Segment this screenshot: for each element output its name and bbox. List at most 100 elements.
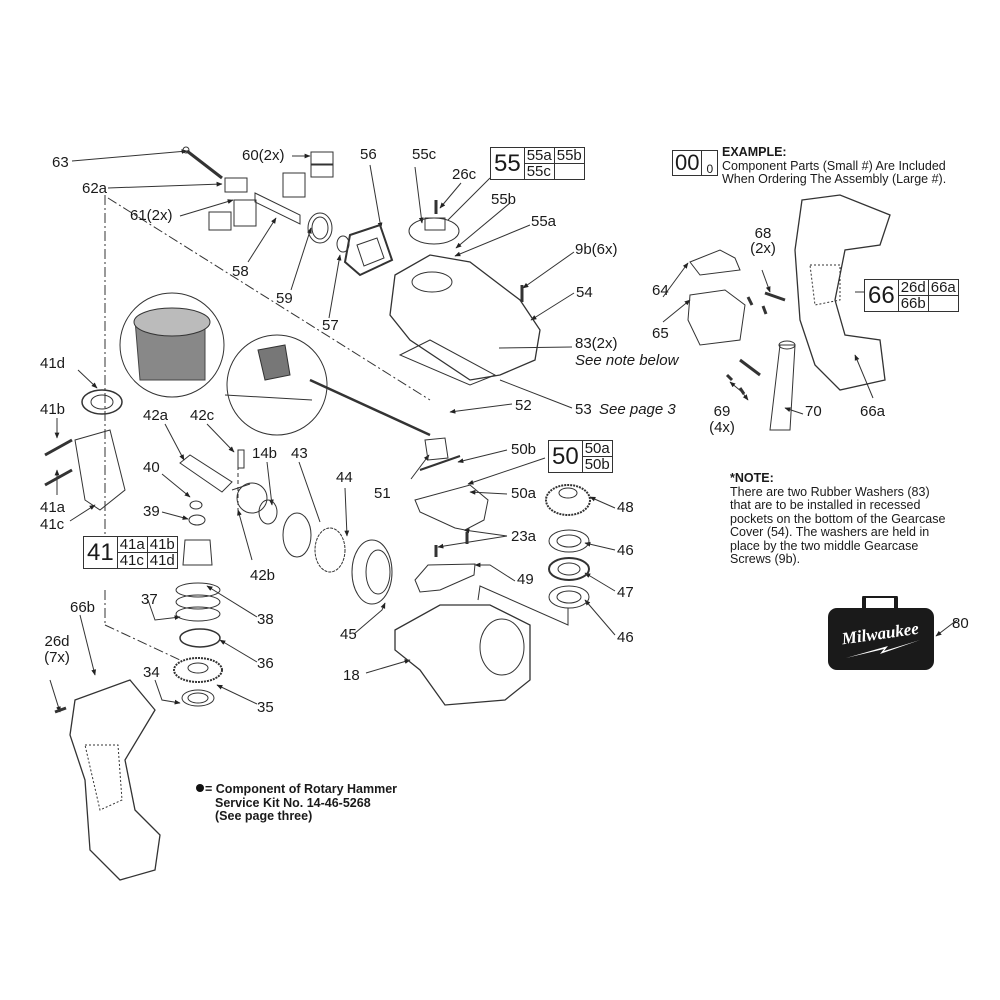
assembly-55-main: 55 <box>490 147 525 180</box>
label-51: 51 <box>374 485 391 502</box>
assembly-41-part: 41b <box>146 536 178 553</box>
label-80: 80 <box>952 615 969 632</box>
label-54: 54 <box>576 284 593 301</box>
example-heading: EXAMPLE: <box>722 145 787 159</box>
label-41a: 41a <box>40 499 66 516</box>
label-60: 60(2x) <box>242 147 285 164</box>
label-64: 64 <box>652 282 669 299</box>
note-line: There are two Rubber Washers (83) <box>730 484 930 499</box>
label-70: 70 <box>805 403 822 420</box>
assembly-66-part: 26d <box>897 279 929 296</box>
label-38: 38 <box>257 611 274 628</box>
label-61: 61(2x) <box>130 207 173 224</box>
label-34: 34 <box>143 664 160 681</box>
label-45: 45 <box>340 626 357 643</box>
label-48: 48 <box>617 499 634 516</box>
note-line: Screws (9b). <box>730 552 801 566</box>
label-18: 18 <box>343 667 360 684</box>
service-kit-note: = Component of Rotary Hammer Service Kit… <box>196 782 398 824</box>
example-line-1: Component Parts (Small #) Are Included <box>722 158 946 173</box>
label-55b: 55b <box>491 191 517 208</box>
label-50b: 50b <box>511 441 537 458</box>
assembly-box-55: 55 55a 55b 55c <box>490 147 585 180</box>
assembly-box-41: 41 41a 41b 41c 41d <box>83 536 178 569</box>
label-62a: 62a <box>82 180 108 197</box>
assembly-41-part: 41a <box>116 536 148 553</box>
label-69: 69 <box>713 403 731 420</box>
assembly-50-main: 50 <box>548 440 583 473</box>
label-43: 43 <box>291 445 308 462</box>
label-65: 65 <box>652 325 669 342</box>
label-47: 47 <box>617 584 634 601</box>
kit-note-line-1: Component of Rotary Hammer <box>215 782 398 796</box>
label-37: 37 <box>141 591 158 608</box>
label-41b: 41b <box>40 401 66 418</box>
assembly-41-main: 41 <box>83 536 118 569</box>
label-41c: 41c <box>40 516 65 533</box>
label-83: 83(2x) <box>575 335 618 352</box>
assembly-66-part: 66a <box>927 279 959 296</box>
label-57: 57 <box>322 317 339 334</box>
example-assembly-box: 00 0 <box>671 150 719 176</box>
label-36: 36 <box>257 655 274 672</box>
label-39: 39 <box>143 503 160 520</box>
rubber-washer-note: *NOTE: There are two Rubber Washers (83)… <box>730 471 946 567</box>
label-58: 58 <box>232 263 249 280</box>
label-55c: 55c <box>412 146 437 163</box>
note-heading: *NOTE: <box>730 471 774 485</box>
example-small-number: 0 <box>701 150 719 176</box>
label-42b: 42b <box>250 567 276 584</box>
label-42a: 42a <box>143 407 169 424</box>
label-50a: 50a <box>511 485 537 502</box>
label-55a: 55a <box>531 213 557 230</box>
label-66b: 66b <box>70 599 96 616</box>
label-66a: 66a <box>860 403 886 420</box>
assembly-box-66: 66 26d 66a 66b <box>864 279 959 312</box>
label-44: 44 <box>336 469 353 486</box>
label-53-note: See page 3 <box>599 401 676 418</box>
label-69-qty: (4x) <box>709 419 735 436</box>
label-52: 52 <box>515 397 532 414</box>
example-legend: EXAMPLE: Component Parts (Small #) Are I… <box>722 145 946 187</box>
label-14b: 14b <box>252 445 278 462</box>
label-35: 35 <box>257 699 274 716</box>
assembly-66-part <box>927 295 959 312</box>
label-23a: 23a <box>511 528 537 545</box>
label-53: 53 <box>575 401 592 418</box>
label-26c: 26c <box>452 166 477 183</box>
assembly-50-part: 50a <box>581 440 613 457</box>
note-line: that are to be installed in recessed <box>730 498 921 512</box>
note-line: place by the two middle Gearcase <box>730 538 919 553</box>
label-63: 63 <box>52 154 69 171</box>
assembly-41-part: 41d <box>146 552 178 569</box>
label-68-qty: (2x) <box>750 240 776 257</box>
label-46-upper: 46 <box>617 542 634 559</box>
label-40: 40 <box>143 459 160 476</box>
label-26d-qty: (7x) <box>44 649 70 666</box>
assembly-55-part: 55b <box>553 147 585 164</box>
assembly-41-part: 41c <box>116 552 148 569</box>
kit-note-line-3: (See page three) <box>215 809 313 823</box>
service-kit-bullet-icon <box>196 784 204 792</box>
label-26d: 26d <box>44 633 70 650</box>
label-83-note: See note below <box>575 352 679 369</box>
lightning-bolt-icon <box>846 640 920 658</box>
label-42c: 42c <box>190 407 215 424</box>
assembly-66-part: 66b <box>897 295 929 312</box>
label-56: 56 <box>360 146 377 163</box>
assembly-50-part: 50b <box>581 456 613 473</box>
assembly-55-part: 55c <box>523 163 555 180</box>
note-line: pockets on the bottom of the Gearcase <box>730 511 946 526</box>
assembly-box-50: 50 50a 50b <box>548 440 613 473</box>
assembly-55-part <box>553 163 585 180</box>
assembly-66-main: 66 <box>864 279 899 312</box>
kit-note-line-2: Service Kit No. 14-46-5268 <box>215 795 371 810</box>
label-46-lower: 46 <box>617 629 634 646</box>
label-59: 59 <box>276 290 293 307</box>
note-line: Cover (54). The washers are held in <box>730 525 930 539</box>
label-68: 68 <box>754 225 772 242</box>
carrying-case-icon: Milwaukee <box>828 596 934 670</box>
label-49: 49 <box>517 571 534 588</box>
label-9b: 9b(6x) <box>575 241 618 258</box>
